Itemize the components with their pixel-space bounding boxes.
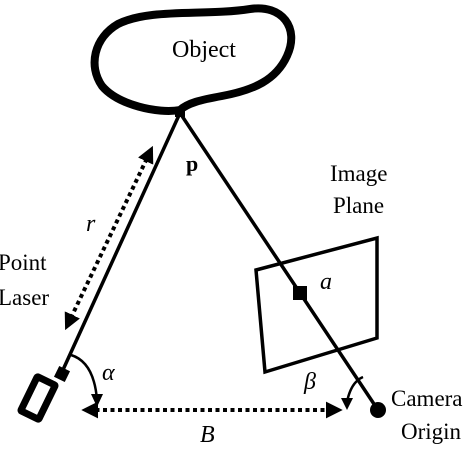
image-plane: [254, 235, 379, 375]
point-p-label: p: [186, 151, 198, 176]
alpha-arc-arrowhead: [91, 394, 103, 407]
image-plane-label-line1: Image: [330, 161, 387, 186]
range-r-label: r: [86, 211, 96, 237]
object-point-marker: [175, 107, 185, 117]
alpha-angle-arc: [70, 353, 99, 401]
camera-label-line2: Origin: [401, 419, 462, 444]
camera-origin-dot: [370, 402, 386, 418]
camera-label-line1: Camera: [391, 386, 463, 411]
object-shape: [90, 4, 296, 115]
range-arrow: [64, 145, 154, 331]
laser-emitter: [53, 365, 71, 383]
image-point-marker: [293, 286, 307, 300]
beta-label: β: [303, 369, 316, 395]
image-plane-label-line2: Plane: [333, 193, 384, 218]
laser-label-line1: Point: [0, 250, 47, 275]
laser-ray: [60, 112, 182, 373]
alpha-label: α: [102, 360, 115, 386]
object-label: Object: [172, 37, 236, 63]
baseline-b-label: B: [200, 422, 215, 448]
laser-label-line2: Laser: [0, 285, 49, 310]
camera-ray: [178, 112, 380, 411]
beta-arc-arrowhead: [341, 398, 353, 410]
image-point-a-label: a: [320, 269, 332, 295]
laser-device-icon: [17, 373, 59, 423]
